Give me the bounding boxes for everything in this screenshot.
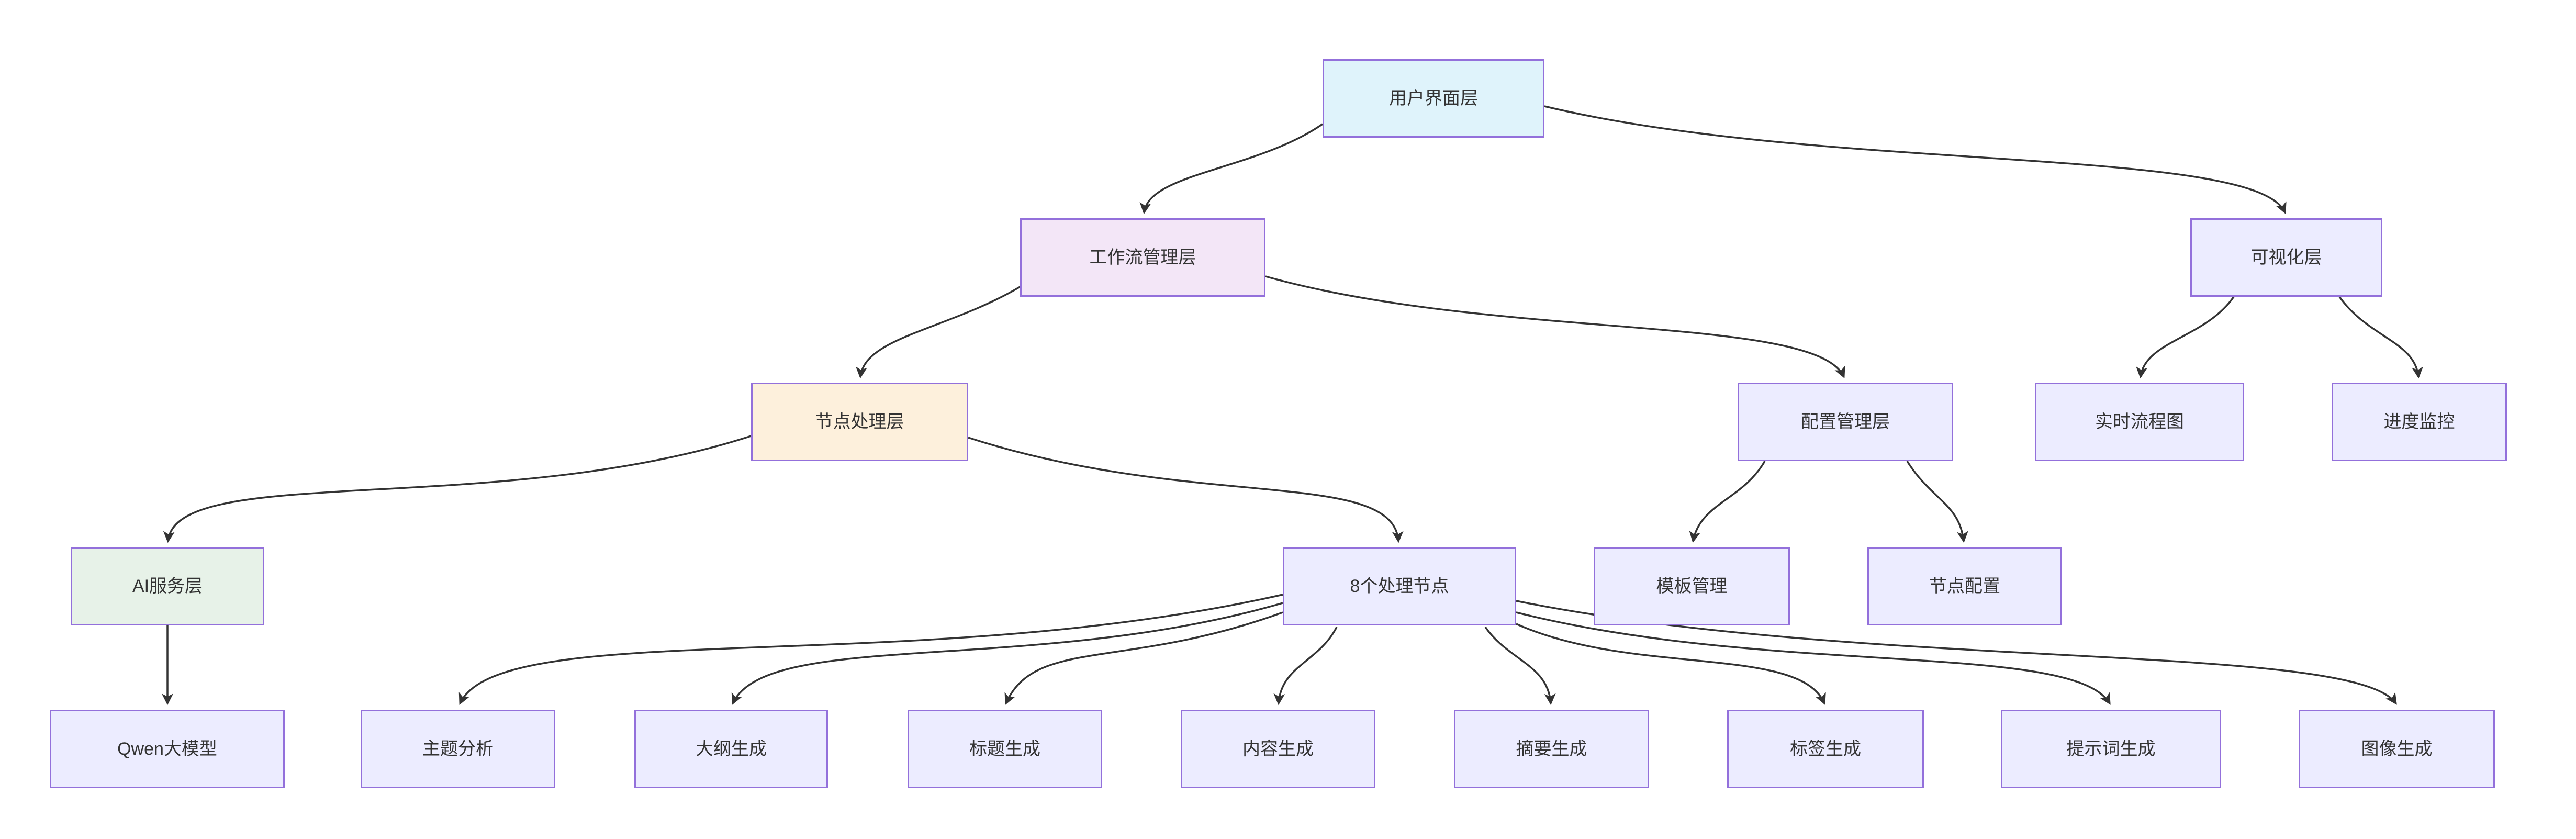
edge-config-management-layer-to-node-config <box>1906 461 1968 543</box>
edge-eight-processing-nodes-to-content-generation <box>1273 627 1338 706</box>
edge-workflow-management-layer-to-node-processing-layer <box>856 286 1021 379</box>
node-summary-generation: 摘要生成 <box>1454 710 1649 788</box>
node-label-prompt-generation: 提示词生成 <box>2066 739 2156 759</box>
node-label-topic-analysis: 主题分析 <box>422 739 494 759</box>
edge-node-processing-layer-to-eight-processing-nodes <box>968 437 1404 543</box>
node-qwen-llm: Qwen大模型 <box>50 710 285 788</box>
node-topic-analysis: 主题分析 <box>361 710 555 788</box>
node-label-qwen-llm: Qwen大模型 <box>117 739 217 759</box>
node-tag-generation: 标签生成 <box>1727 710 1924 788</box>
node-label-node-config: 节点配置 <box>1929 576 2000 596</box>
edge-eight-processing-nodes-to-tag-generation <box>1516 623 1826 706</box>
node-user-interface-layer: 用户界面层 <box>1323 59 1544 138</box>
edge-eight-processing-nodes-to-prompt-generation <box>1516 611 2111 705</box>
node-config-management-layer: 配置管理层 <box>1738 383 1953 461</box>
node-realtime-flowchart: 实时流程图 <box>2035 383 2244 461</box>
edge-config-management-layer-to-template-management <box>1689 461 1766 543</box>
edge-user-interface-layer-to-visualization-layer <box>1544 105 2287 215</box>
node-eight-processing-nodes: 8个处理节点 <box>1283 547 1516 625</box>
edge-node-processing-layer-to-ai-service-layer <box>163 435 752 543</box>
edge-eight-processing-nodes-to-summary-generation <box>1484 627 1556 706</box>
edge-eight-processing-nodes-to-outline-generation <box>731 602 1283 705</box>
node-label-user-interface-layer: 用户界面层 <box>1389 88 1478 108</box>
node-workflow-management-layer: 工作流管理层 <box>1020 218 1265 297</box>
node-image-generation: 图像生成 <box>2299 710 2495 788</box>
node-content-generation: 内容生成 <box>1181 710 1375 788</box>
edge-visualization-layer-to-progress-monitor <box>2338 296 2424 379</box>
node-label-progress-monitor: 进度监控 <box>2383 411 2455 432</box>
edge-eight-processing-nodes-to-title-generation <box>1004 611 1283 706</box>
node-node-processing-layer: 节点处理层 <box>751 383 968 461</box>
node-label-content-generation: 内容生成 <box>1242 739 1314 759</box>
node-title-generation: 标题生成 <box>908 710 1102 788</box>
edge-workflow-management-layer-to-config-management-layer <box>1265 275 1845 379</box>
node-label-outline-generation: 大纲生成 <box>696 739 767 759</box>
node-prompt-generation: 提示词生成 <box>2001 710 2221 788</box>
edge-visualization-layer-to-realtime-flowchart <box>2136 296 2235 379</box>
node-label-summary-generation: 摘要生成 <box>1516 739 1587 759</box>
node-visualization-layer: 可视化层 <box>2190 218 2382 297</box>
edge-eight-processing-nodes-to-topic-analysis <box>458 594 1283 705</box>
node-ai-service-layer: AI服务层 <box>71 547 264 625</box>
node-label-image-generation: 图像生成 <box>2361 739 2433 759</box>
node-label-eight-processing-nodes: 8个处理节点 <box>1350 576 1449 596</box>
node-label-template-management: 模板管理 <box>1656 576 1728 596</box>
edge-user-interface-layer-to-workflow-management-layer <box>1139 123 1323 215</box>
node-label-realtime-flowchart: 实时流程图 <box>2095 411 2184 432</box>
node-label-title-generation: 标题生成 <box>969 739 1040 759</box>
node-node-config: 节点配置 <box>1867 547 2062 625</box>
node-outline-generation: 大纲生成 <box>634 710 828 788</box>
edge-eight-processing-nodes-to-image-generation <box>1516 600 2397 705</box>
node-progress-monitor: 进度监控 <box>2332 383 2507 461</box>
node-label-ai-service-layer: AI服务层 <box>132 576 203 596</box>
node-label-config-management-layer: 配置管理层 <box>1801 411 1890 432</box>
node-template-management: 模板管理 <box>1594 547 1790 625</box>
node-label-workflow-management-layer: 工作流管理层 <box>1089 247 1196 267</box>
node-label-tag-generation: 标签生成 <box>1790 739 1861 759</box>
node-label-visualization-layer: 可视化层 <box>2250 247 2322 267</box>
node-label-node-processing-layer: 节点处理层 <box>815 411 904 432</box>
